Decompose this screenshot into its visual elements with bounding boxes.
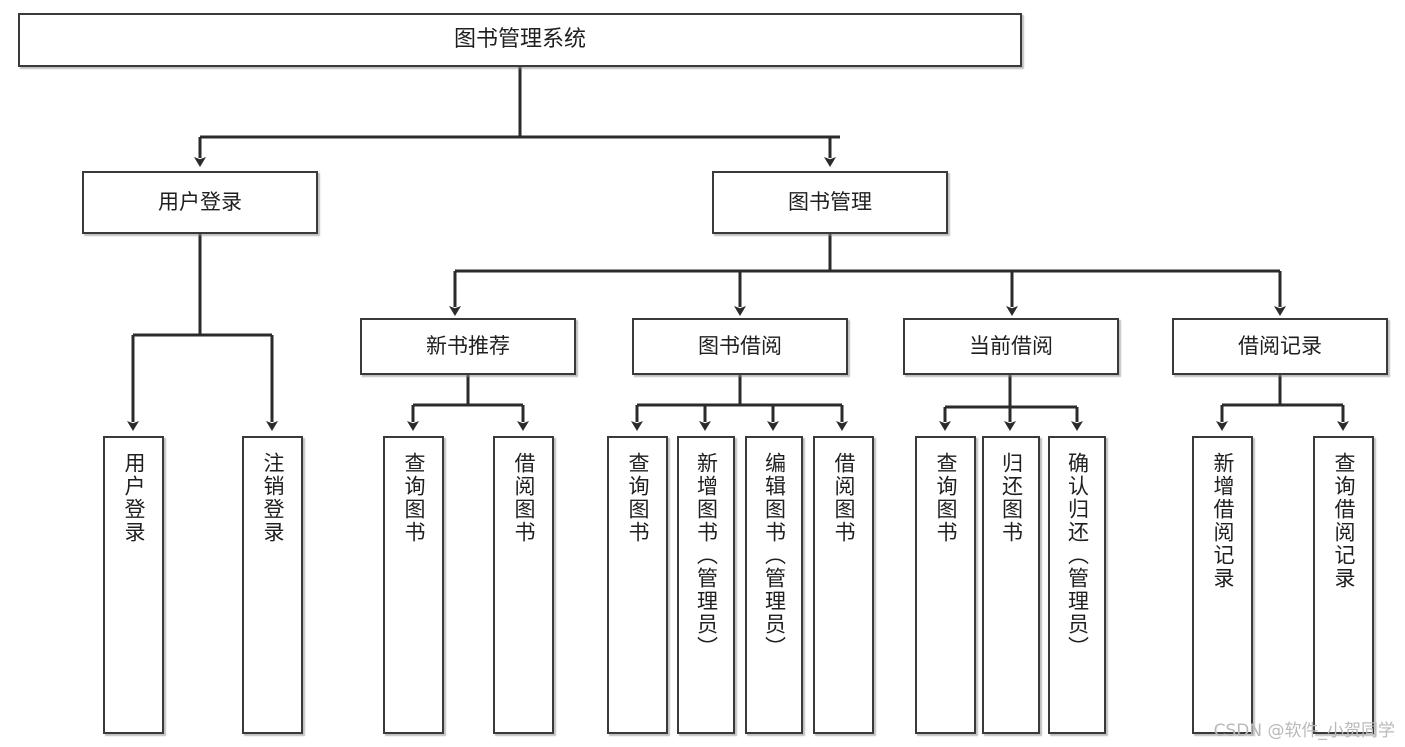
leaf-current-borrow-return[interactable]: 归还图书 <box>982 436 1040 734</box>
leaf-book-borrow-lend[interactable]: 借阅图书 <box>813 436 874 734</box>
leaf-user-login-signout[interactable]: 注销登录 <box>242 436 303 734</box>
node-label: 查询图书 <box>626 452 650 544</box>
leaf-user-login-signin[interactable]: 用户登录 <box>103 436 164 734</box>
node-label: 查询借阅记录 <box>1332 452 1356 590</box>
node-label: 查询图书 <box>934 452 958 544</box>
node-label: 新增图书（管理员） <box>694 452 719 659</box>
node-label: 图书管理系统 <box>453 27 586 53</box>
csdn-watermark: CSDN @软件_小贺同学 <box>1213 721 1395 741</box>
leaf-book-borrow-query[interactable]: 查询图书 <box>607 436 668 734</box>
leaf-new-book-borrow[interactable]: 借阅图书 <box>493 436 554 734</box>
leaf-borrow-record-query[interactable]: 查询借阅记录 <box>1313 436 1374 734</box>
leaf-book-borrow-edit[interactable]: 编辑图书（管理员） <box>745 436 803 734</box>
node-label: 图书借阅 <box>698 334 782 359</box>
node-borrow-record[interactable]: 借阅记录 <box>1172 318 1388 375</box>
node-book-management[interactable]: 图书管理 <box>712 171 948 234</box>
node-label: 借阅图书 <box>832 452 856 544</box>
node-new-book-recommend[interactable]: 新书推荐 <box>360 318 576 375</box>
leaf-current-borrow-confirm[interactable]: 确认归还（管理员） <box>1048 436 1106 734</box>
leaf-new-book-query[interactable]: 查询图书 <box>383 436 444 734</box>
node-label: 归还图书 <box>999 452 1024 544</box>
node-label: 借阅图书 <box>512 452 536 544</box>
leaf-book-borrow-add[interactable]: 新增图书（管理员） <box>677 436 735 734</box>
node-label: 编辑图书（管理员） <box>762 452 787 659</box>
node-label: 借阅记录 <box>1238 334 1322 359</box>
node-label: 确认归还（管理员） <box>1065 452 1090 659</box>
node-label: 用户登录 <box>158 190 242 215</box>
node-label: 新书推荐 <box>426 334 510 359</box>
node-label: 新增借阅记录 <box>1211 452 1235 590</box>
node-label: 查询图书 <box>402 452 426 544</box>
leaf-borrow-record-add[interactable]: 新增借阅记录 <box>1192 436 1253 734</box>
node-label: 图书管理 <box>788 190 872 215</box>
node-book-borrow[interactable]: 图书借阅 <box>632 318 848 375</box>
node-label: 用户登录 <box>122 452 146 544</box>
node-root-system[interactable]: 图书管理系统 <box>18 13 1022 67</box>
node-label: 注销登录 <box>261 452 285 544</box>
leaf-current-borrow-query[interactable]: 查询图书 <box>915 436 976 734</box>
node-label: 当前借阅 <box>969 334 1053 359</box>
node-current-borrow[interactable]: 当前借阅 <box>903 318 1119 375</box>
node-user-login[interactable]: 用户登录 <box>82 171 318 234</box>
